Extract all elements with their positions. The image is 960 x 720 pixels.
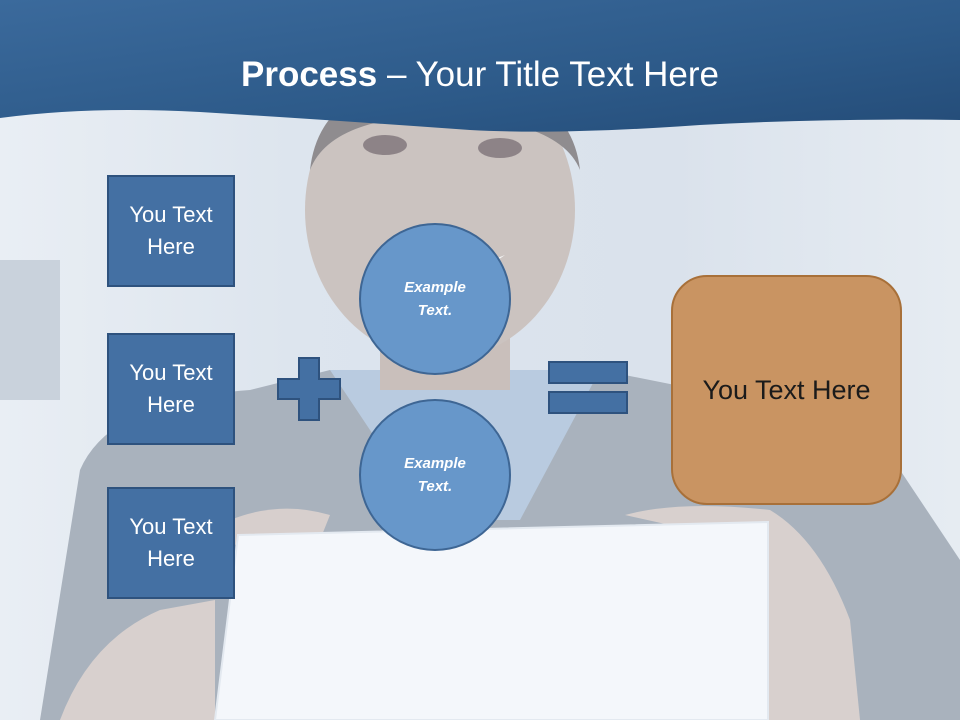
- slide-title: Process – Your Title Text Here: [0, 52, 960, 98]
- equals-icon: [548, 361, 628, 414]
- input-box-1: You Text Here: [107, 175, 235, 287]
- input-box-2: You Text Here: [107, 333, 235, 445]
- circle-label: Example Text.: [404, 279, 466, 319]
- input-box-3: You Text Here: [107, 487, 235, 599]
- title-bold: Process: [241, 55, 378, 94]
- plus-icon: [277, 357, 341, 421]
- result-box: You Text Here: [671, 275, 902, 505]
- input-box-label: You Text Here: [129, 360, 213, 417]
- example-circle-2: Example Text.: [359, 399, 511, 551]
- circle-label: Example Text.: [404, 455, 466, 495]
- input-box-label: You Text Here: [129, 514, 213, 571]
- header-band: [0, 0, 960, 132]
- title-rest: – Your Title Text Here: [377, 55, 719, 94]
- example-circle-1: Example Text.: [359, 223, 511, 375]
- result-label: You Text Here: [702, 374, 871, 405]
- input-box-label: You Text Here: [129, 202, 213, 259]
